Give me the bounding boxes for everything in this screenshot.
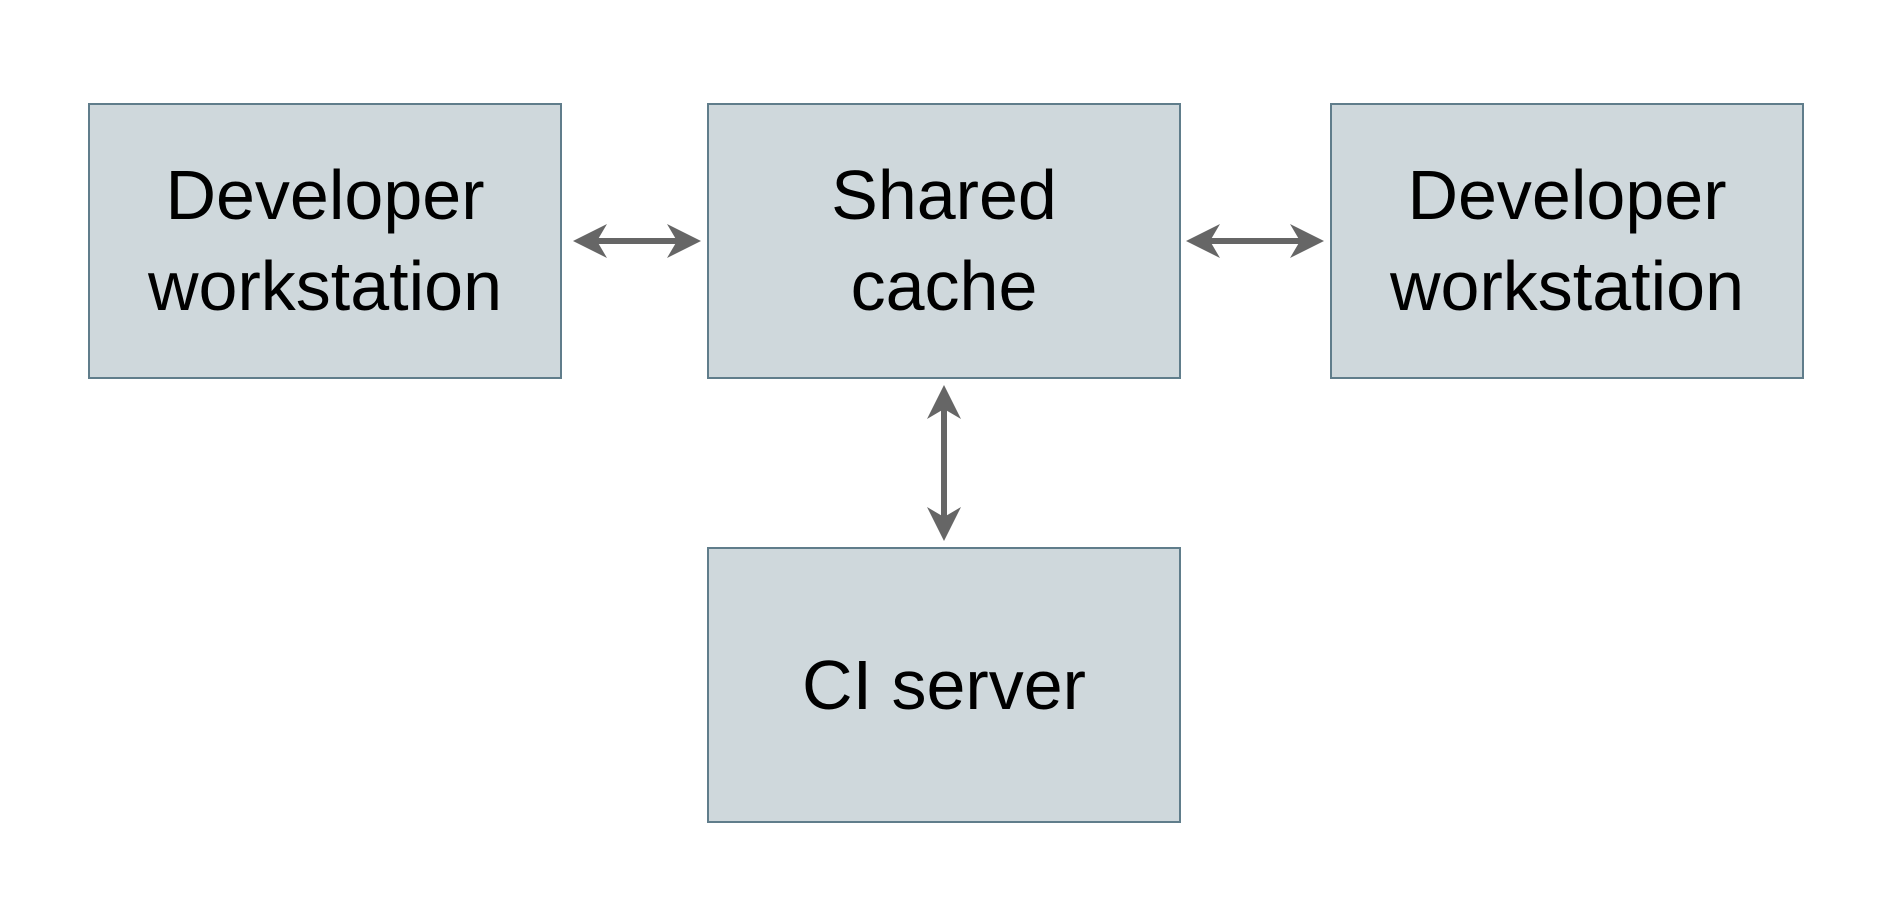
node-label: CI server xyxy=(802,640,1086,731)
edge-shared-cache-right-workstation xyxy=(1186,224,1324,258)
double-arrow-icon xyxy=(667,224,701,258)
node-shared-cache: Shared cache xyxy=(707,103,1181,379)
double-arrow-icon xyxy=(1290,224,1324,258)
node-label: Shared cache xyxy=(831,150,1057,332)
node-label: Developer workstation xyxy=(1390,150,1744,332)
node-label: Developer workstation xyxy=(148,150,502,332)
node-label-line: cache xyxy=(850,247,1038,325)
double-arrow-icon xyxy=(573,224,607,258)
node-label-line: workstation xyxy=(1389,247,1745,325)
node-label-line: workstation xyxy=(147,247,503,325)
edge-shared-cache-ci-server xyxy=(927,385,961,541)
double-arrow-icon xyxy=(927,385,961,419)
edge-left-workstation-shared-cache xyxy=(573,224,701,258)
node-label-line: Developer xyxy=(1407,156,1727,234)
node-developer-workstation-left: Developer workstation xyxy=(88,103,562,379)
node-label-line: Shared xyxy=(831,156,1057,234)
node-ci-server: CI server xyxy=(707,547,1181,823)
node-label-line: CI server xyxy=(802,645,1086,724)
double-arrow-icon xyxy=(1186,224,1220,258)
node-developer-workstation-right: Developer workstation xyxy=(1330,103,1804,379)
double-arrow-icon xyxy=(927,507,961,541)
node-label-line: Developer xyxy=(165,156,485,234)
